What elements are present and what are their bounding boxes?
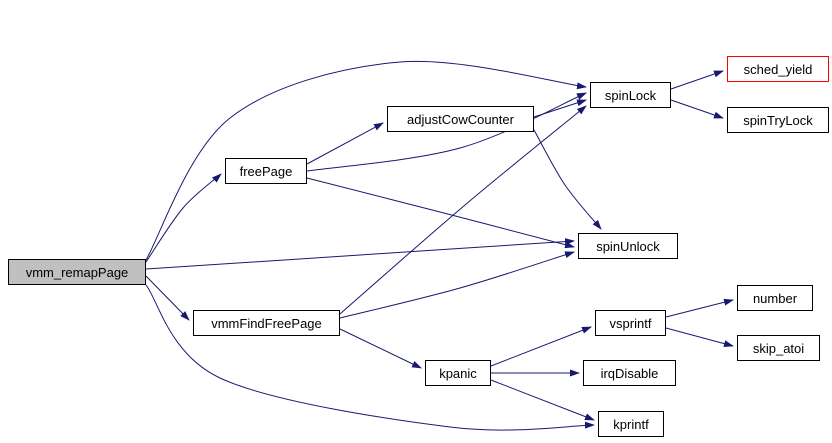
edge-kpanic-vsprintf: [490, 326, 592, 367]
graph-node-spinUnlock[interactable]: spinUnlock: [578, 233, 678, 259]
edge-vmm_remapPage-vmmFindFreePage: [145, 275, 190, 321]
graph-node-vsprintf[interactable]: vsprintf: [595, 310, 666, 336]
edge-kpanic-kprintf: [490, 379, 595, 421]
edge-spinLock-spinTryLock: [670, 99, 724, 119]
edge-vmm_remapPage-spinLock: [145, 60, 587, 261]
edge-vsprintf-number: [665, 298, 734, 318]
graph-node-adjustCowCounter[interactable]: adjustCowCounter: [387, 106, 534, 132]
graph-node-number[interactable]: number: [737, 285, 813, 311]
edge-freePage-spinUnlock: [306, 177, 575, 249]
edge-vmmFindFreePage-spinUnlock: [339, 251, 575, 319]
edge-vmm_remapPage-spinUnlock: [145, 238, 575, 270]
graph-node-irqDisable[interactable]: irqDisable: [583, 360, 676, 386]
graph-node-kprintf[interactable]: kprintf: [598, 411, 664, 437]
edge-spinLock-sched_yield: [670, 70, 724, 90]
graph-node-sched_yield[interactable]: sched_yield: [727, 56, 829, 82]
edge-adjustCowCounter-spinLock: [533, 99, 587, 118]
graph-node-freePage[interactable]: freePage: [225, 158, 307, 184]
graph-node-spinLock[interactable]: spinLock: [590, 82, 671, 108]
edge-adjustCowCounter-spinUnlock: [533, 129, 602, 230]
graph-node-spinTryLock[interactable]: spinTryLock: [727, 107, 829, 133]
edge-freePage-adjustCowCounter: [306, 122, 384, 165]
edge-vsprintf-skip_atoi: [665, 327, 734, 348]
graph-node-skip_atoi[interactable]: skip_atoi: [737, 335, 820, 361]
edge-vmm_remapPage-kprintf: [145, 284, 595, 431]
edge-vmmFindFreePage-kpanic: [339, 328, 422, 369]
graph-node-kpanic[interactable]: kpanic: [425, 360, 491, 386]
edge-freePage-spinLock: [306, 92, 587, 172]
graph-node-vmmFindFreePage[interactable]: vmmFindFreePage: [193, 310, 340, 336]
edge-vmm_remapPage-freePage: [145, 173, 222, 263]
graph-node-vmm_remapPage[interactable]: vmm_remapPage: [8, 259, 146, 285]
edge-vmmFindFreePage-spinLock: [339, 105, 587, 315]
